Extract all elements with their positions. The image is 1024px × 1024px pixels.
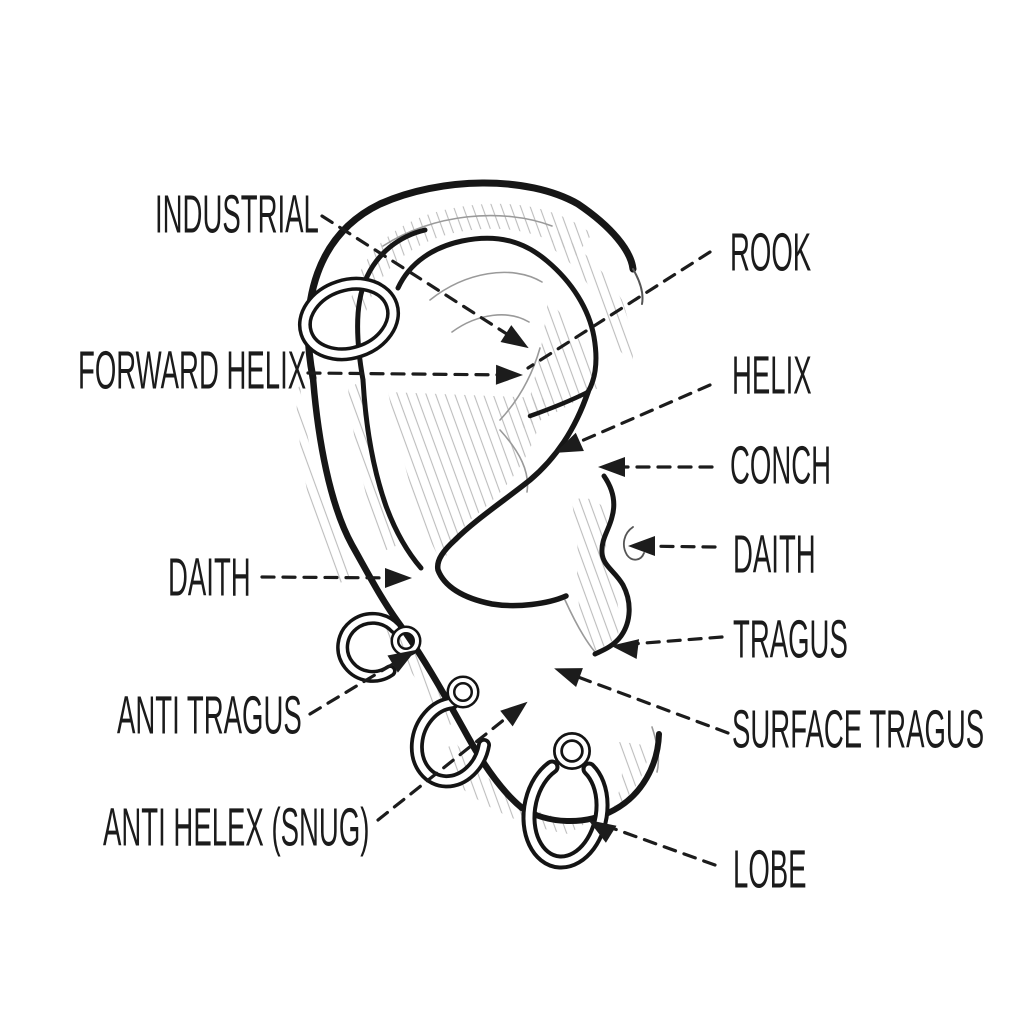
arrow-anti-helex-snug	[376, 701, 528, 822]
arrow-helix	[555, 383, 712, 453]
label-rook: ROOK	[730, 222, 812, 284]
label-conch: CONCH	[730, 435, 832, 497]
label-industrial: INDUSTRIAL	[155, 184, 319, 246]
arrow-daith-left	[260, 568, 412, 588]
label-surface-tragus: SURFACE TRAGUS	[732, 699, 985, 761]
label-daith-right: DAITH	[733, 524, 816, 586]
label-anti-helex-snug: ANTI HELEX (SNUG)	[103, 797, 370, 859]
rook-leader-line	[526, 250, 712, 370]
arrow-daith-right	[628, 536, 717, 556]
lobe-ring	[521, 732, 610, 870]
label-forward-helix: FORWARD HELIX	[78, 340, 307, 402]
lower-helix-ring	[409, 675, 491, 789]
arrow-tragus	[611, 635, 724, 659]
label-lobe: LOBE	[733, 839, 807, 901]
leader-arrows	[260, 214, 730, 867]
label-tragus: TRAGUS	[733, 609, 848, 671]
arrow-lobe	[588, 819, 717, 867]
arrow-conch	[598, 457, 714, 477]
arrow-industrial	[320, 214, 529, 349]
arrow-surface-tragus	[554, 668, 730, 735]
label-helix: HELIX	[732, 345, 812, 407]
ear-outline	[304, 179, 662, 825]
label-daith-left: DAITH	[168, 547, 251, 609]
forward-helix-ring	[297, 276, 401, 362]
arrow-forward-helix	[306, 364, 523, 385]
label-anti-tragus: ANTI TRAGUS	[117, 685, 302, 747]
arrow-anti-tragus	[308, 649, 416, 716]
